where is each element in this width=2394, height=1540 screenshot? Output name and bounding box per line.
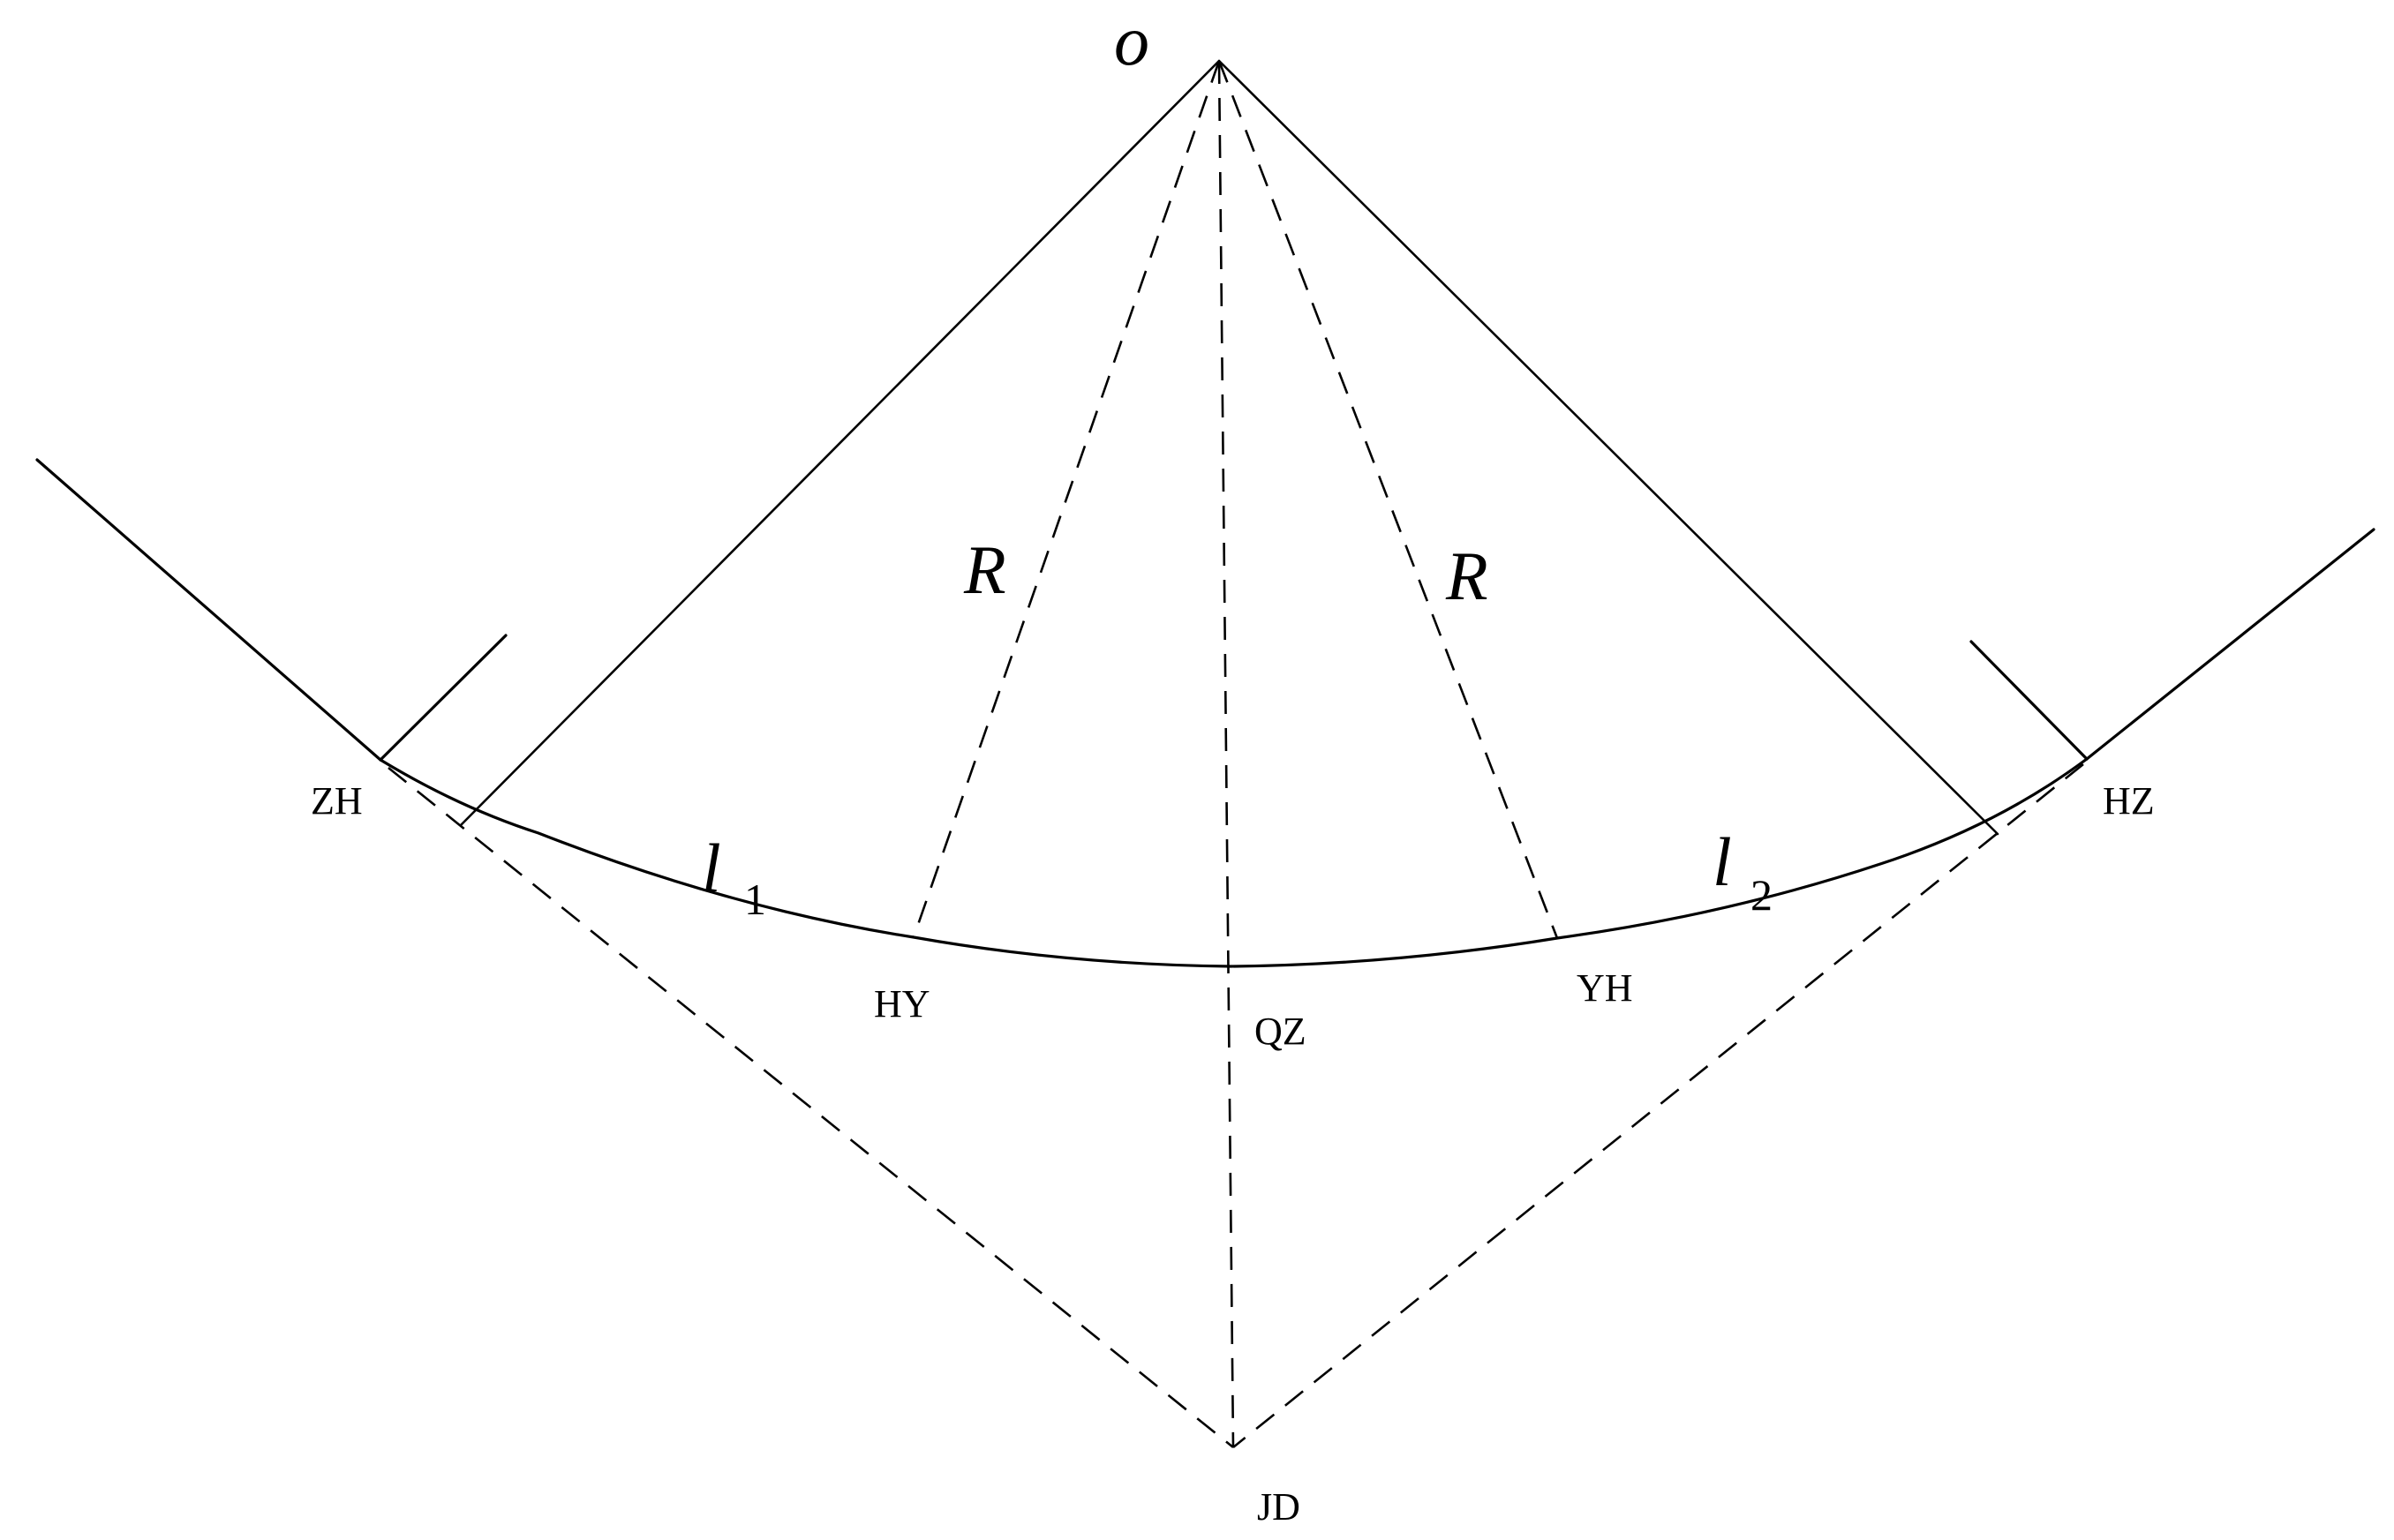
hz-tick [1969, 640, 2089, 761]
radius-right-label: R [1445, 537, 1488, 614]
radius-to-hy [912, 60, 1221, 938]
yh-label: YH [1577, 966, 1633, 1010]
radius-left-label: R [963, 531, 1006, 608]
left-tangent-line [35, 458, 382, 762]
l1-label: l [702, 830, 721, 906]
hy-label: HY [874, 982, 930, 1025]
zh-to-jd-line [388, 766, 1234, 1449]
zh-tick [379, 634, 508, 762]
center-to-jd-line [1217, 60, 1235, 1448]
right-solid-radius [1217, 59, 1999, 836]
l2-subscript: 2 [1750, 870, 1773, 920]
hz-label: HZ [2103, 779, 2155, 823]
route-curve [379, 757, 2089, 968]
l1-subscript: 1 [744, 875, 766, 924]
radius-to-yh [1217, 60, 1559, 939]
zh-label: ZH [311, 779, 363, 823]
center-label: o [1114, 3, 1149, 80]
left-solid-radius [459, 59, 1221, 827]
jd-label: JD [1257, 1485, 1300, 1529]
hz-to-jd-line [1232, 762, 2084, 1449]
qz-label: QZ [1254, 1010, 1306, 1053]
right-tangent-line [2085, 528, 2375, 761]
l2-label: l [1713, 823, 1732, 900]
